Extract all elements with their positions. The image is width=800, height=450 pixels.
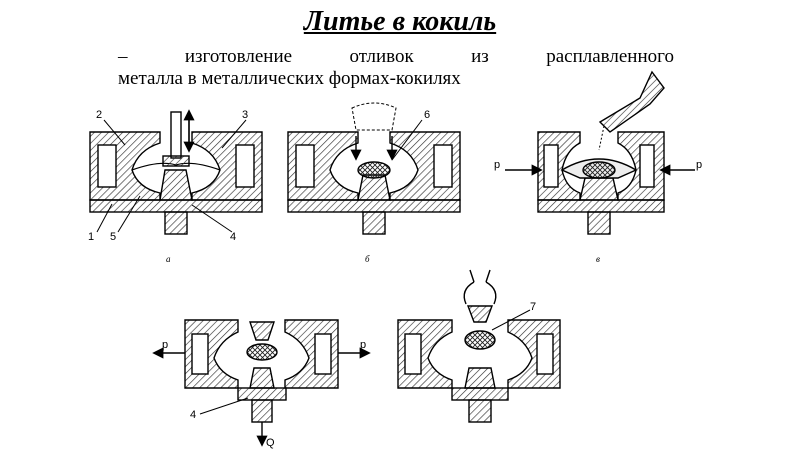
label-p-right-d: p	[360, 339, 366, 351]
label-4-d: 4	[190, 409, 196, 421]
label-4: 4	[230, 231, 236, 243]
figure-c	[505, 70, 695, 235]
subtitle-word: отливок	[349, 46, 414, 67]
subtitle-word: изготовление	[184, 46, 293, 67]
label-p-left-d: p	[162, 339, 168, 351]
label-6: 6	[424, 109, 430, 121]
caption-b: б	[365, 254, 370, 264]
label-p-right: p	[696, 159, 702, 171]
subtitle-word: –	[118, 46, 128, 67]
label-1: 1	[88, 231, 94, 243]
label-q: Q	[266, 437, 275, 449]
subtitle-line-2: металла в металлических формах-кокилях	[118, 68, 461, 89]
figure-d	[152, 319, 371, 447]
slide-title: Литье в кокиль	[303, 6, 497, 37]
figure-a	[89, 109, 263, 235]
label-2: 2	[96, 109, 102, 121]
figure-e	[397, 269, 561, 423]
caption-c: в	[596, 254, 600, 264]
label-5: 5	[110, 231, 116, 243]
slide-subtitle: – изготовление отливок из расплавленного…	[118, 46, 674, 90]
subtitle-line-1: – изготовление отливок из расплавленного	[118, 46, 674, 68]
subtitle-word: из	[471, 46, 489, 67]
caption-a: а	[166, 254, 171, 264]
subtitle-word: расплавленного	[546, 46, 674, 67]
label-7: 7	[530, 301, 536, 313]
figure-b	[287, 102, 461, 235]
label-3: 3	[242, 109, 248, 121]
label-p-left: p	[494, 159, 500, 171]
